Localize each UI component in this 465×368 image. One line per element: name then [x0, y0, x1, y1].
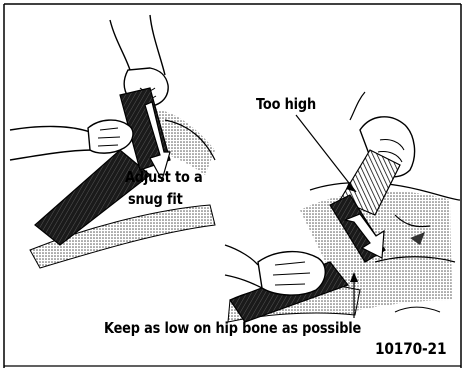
too-high-label: Too high: [256, 95, 316, 113]
adjust-label-line1: Adjust to a: [125, 168, 202, 186]
right-panel-drawing: [225, 92, 460, 322]
figure-code: 10170-21: [375, 339, 446, 358]
keep-low-label: Keep as low on hip bone as possible: [104, 319, 361, 337]
left-panel-drawing: [10, 15, 215, 268]
adjust-label-line2: snug fit: [128, 190, 183, 208]
